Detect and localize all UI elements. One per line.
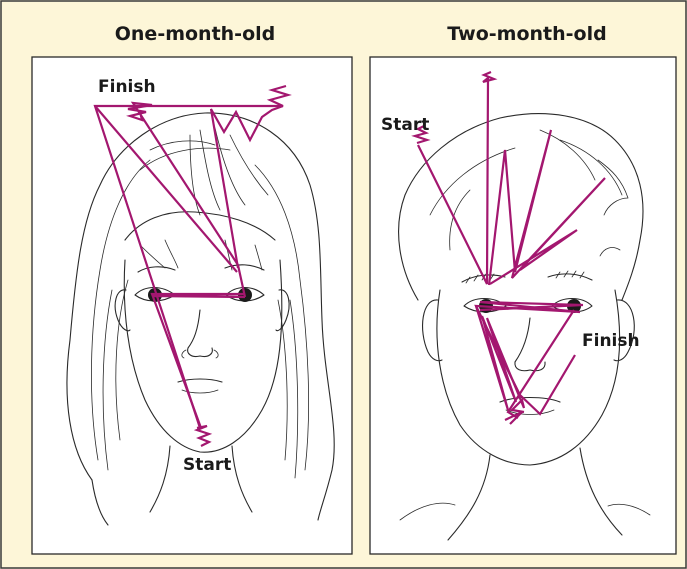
panel-one-month [32,57,352,554]
label-start-one-month: Start [183,455,231,475]
panel-title-two-month: Two-month-old [447,23,606,45]
panel-title-one-month: One-month-old [115,23,276,45]
label-finish-two-month: Finish [582,331,640,351]
label-finish-one-month: Finish [98,77,156,97]
label-start-two-month: Start [381,115,429,135]
